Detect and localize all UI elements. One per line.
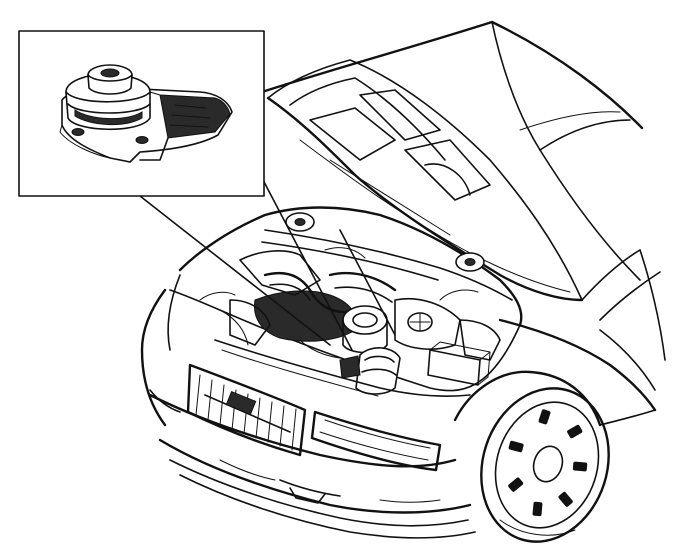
leader-line-left [139, 195, 331, 346]
engine-bay [199, 212, 513, 397]
leader-line-right [261, 177, 353, 351]
hood [260, 20, 644, 302]
inset-callout [18, 30, 353, 351]
bumper-details [219, 459, 441, 504]
grille-badge [225, 390, 257, 416]
front-grille [186, 363, 307, 457]
headlight [149, 389, 442, 472]
hood-prop-rod [339, 229, 396, 336]
air-filter-housing [342, 305, 388, 335]
hubcap-slots [508, 409, 588, 517]
engine-mount-detail [59, 64, 233, 163]
front-wheel [480, 387, 610, 543]
